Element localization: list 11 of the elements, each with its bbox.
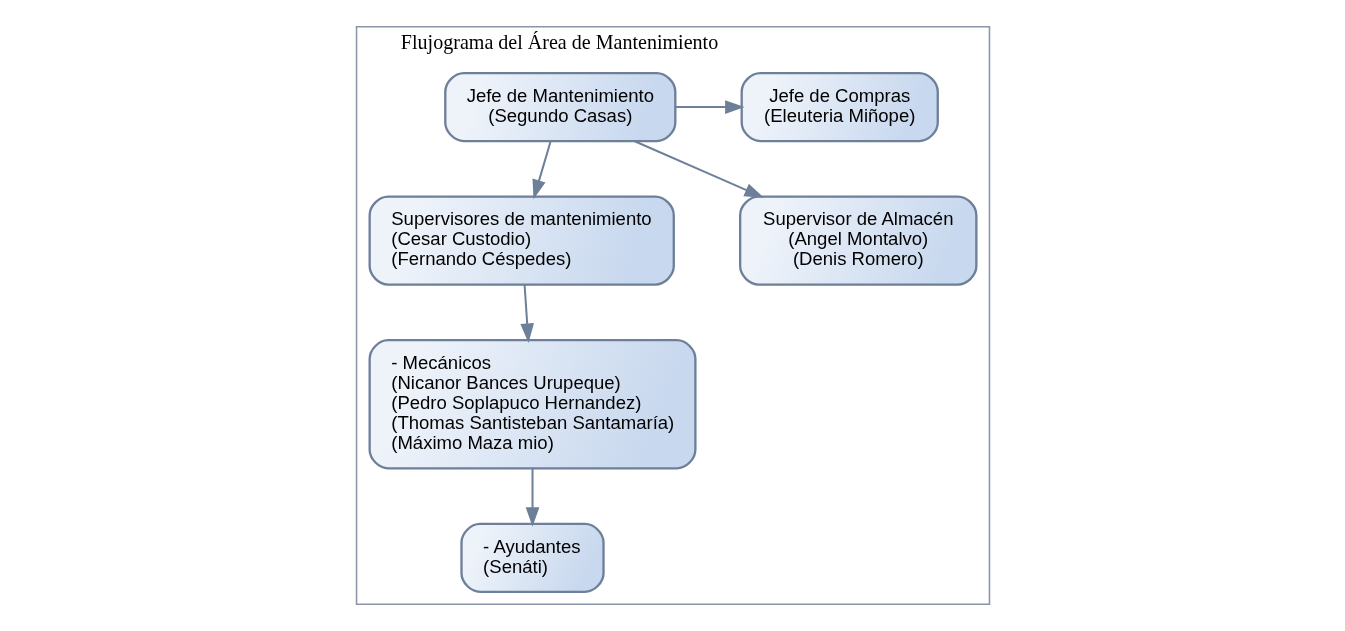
node-box: - Mecánicos (Nicanor Bances Urupeque) (Pedro Soplapuco Hernandez) (Thomas Santisteban Santamaría) (Máximo Maza mio) (368, 339, 697, 470)
arrow (674, 100, 745, 114)
arrow (532, 141, 552, 200)
node-box: - Ayudantes (Senáti) (459, 522, 605, 593)
node-box: Supervisor de Almacén (Angel Montalvo) (Denis Romero) (738, 195, 977, 286)
arrow (525, 468, 539, 527)
arrow (519, 284, 534, 343)
node-box: Supervisores de mantenimiento (Cesar Custodio) (Fernando Céspedes) (368, 195, 675, 286)
node-box: Jefe de Mantenimiento (Segundo Casas) (443, 71, 676, 143)
arrow (633, 140, 764, 198)
node-box: Jefe de Compras (Eleuteria Miñope) (740, 71, 939, 143)
